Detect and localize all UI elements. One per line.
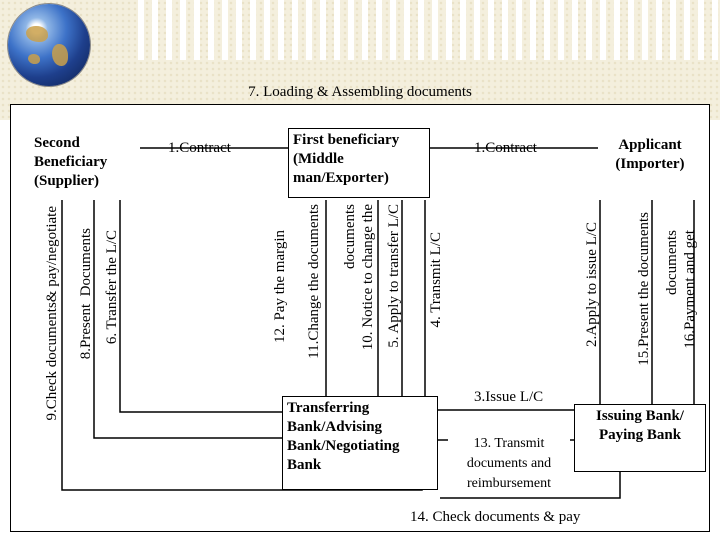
node-issuing-bank: Issuing Bank/ Paying Bank bbox=[574, 404, 706, 472]
label-step-6: 6. Transfer the L/C bbox=[104, 230, 120, 345]
header-stripes bbox=[130, 0, 720, 60]
globe-icon bbox=[8, 4, 90, 86]
node-first-beneficiary: First beneficiary (Middle man/Exporter) bbox=[288, 128, 430, 198]
label-step-10-b: documents bbox=[342, 204, 358, 269]
node-transferring-bank: Transferring Bank/Advising Bank/Negotiat… bbox=[282, 396, 438, 490]
label-step-4: 4. Transmit L/C bbox=[428, 232, 444, 328]
label-contract-right: 1.Contract bbox=[474, 140, 537, 156]
label-step-2: 2.Apply to issue L/C bbox=[584, 222, 600, 348]
label-step-12: 12. Pay the margin bbox=[272, 230, 288, 344]
label-step-9: 9.Check documents& pay/negotiate bbox=[44, 206, 60, 421]
label-step-14: 14. Check documents & pay bbox=[408, 509, 583, 526]
label-step-5: 5. Apply to transfer L/C bbox=[386, 204, 402, 348]
label-step-15: 15.Present the documents bbox=[636, 212, 652, 366]
label-contract-left: 1.Contract bbox=[168, 140, 231, 156]
label-step-3: 3.Issue L/C bbox=[472, 389, 546, 406]
label-step-13: 13. Transmit documents and reimbursement bbox=[448, 434, 570, 494]
label-step-11: 11.Change the documents bbox=[306, 204, 322, 359]
node-second-beneficiary: Second Beneficiary (Supplier) bbox=[30, 132, 140, 198]
label-step-8: 8.Present Documents bbox=[78, 228, 94, 360]
node-applicant: Applicant (Importer) bbox=[598, 134, 702, 180]
label-step-10-a: 10. Notice to change the bbox=[360, 204, 376, 351]
label-step-16-b: documents bbox=[664, 230, 680, 295]
label-step-16-a: 16.Payment and get bbox=[682, 230, 698, 349]
title-loading-assembling: 7. Loading & Assembling documents bbox=[248, 84, 472, 100]
